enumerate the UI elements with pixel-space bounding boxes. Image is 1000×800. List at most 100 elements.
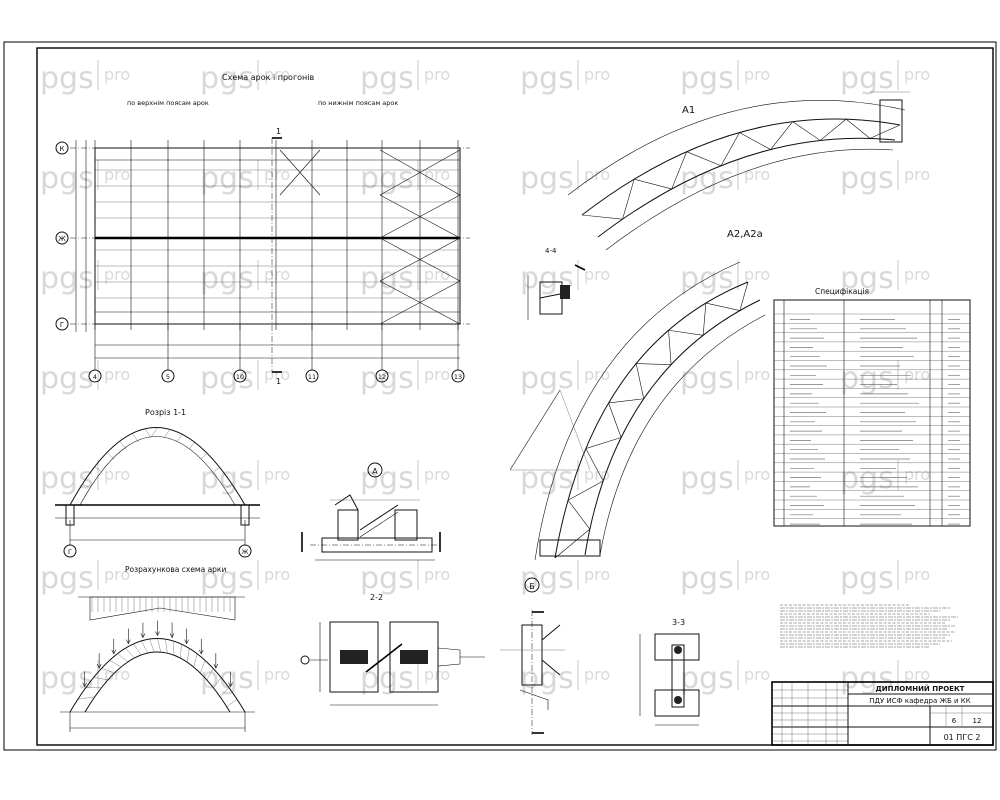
grid-col-4: 4 (93, 373, 97, 381)
watermark-text: pgs (680, 461, 734, 496)
watermark-suffix: pro (744, 565, 770, 584)
watermark-suffix: pro (904, 665, 930, 684)
watermark-suffix: pro (424, 65, 450, 84)
plan-upper-label: по верхнім поясам арок (127, 99, 209, 107)
section-4-4: 4-4 (527, 247, 586, 320)
title-block: ДИПЛОМНИЙ ПРОЕКТ ПДУ ИСФ кафедра ЖБ и КК… (771, 681, 994, 746)
watermark-suffix: pro (264, 565, 290, 584)
watermark-text: pgs (40, 161, 94, 196)
watermark-text: pgs (40, 261, 94, 296)
watermark-suffix: pro (584, 665, 610, 684)
watermark-text: pgs (840, 61, 894, 96)
outer-frame (3, 41, 997, 751)
inner-frame (36, 47, 994, 746)
watermark-text: pgs (680, 161, 734, 196)
section-1-1-title: Розріз 1-1 (145, 408, 186, 417)
calc-scheme-title: Розрахункова схема арки (125, 565, 226, 574)
watermark-text: pgs (40, 561, 94, 596)
section-3-3: 3-3 (639, 618, 700, 726)
node-a-detail: А (301, 462, 441, 561)
watermark-suffix: pro (264, 465, 290, 484)
watermark-suffix: pro (584, 65, 610, 84)
grid-row-zh: Ж (58, 235, 66, 243)
watermark-suffix: pro (904, 565, 930, 584)
watermark-suffix: pro (104, 565, 130, 584)
watermark-text: pgs (520, 461, 574, 496)
title-project: ДИПЛОМНИЙ ПРОЕКТ (876, 684, 965, 693)
watermark-suffix: pro (104, 665, 130, 684)
grid-row-g: Г (60, 321, 64, 329)
watermark-suffix: pro (584, 565, 610, 584)
watermark-text: pgs (360, 561, 414, 596)
watermark-text: pgs (360, 461, 414, 496)
watermark-text: pgs (520, 61, 574, 96)
watermark-text: pgs (680, 361, 734, 396)
watermark-suffix: pro (744, 465, 770, 484)
watermark-suffix: pro (584, 265, 610, 284)
notes-block (780, 604, 958, 648)
arc-a2-title: А2,А2а (727, 229, 763, 240)
watermark-suffix: pro (904, 365, 930, 384)
watermark-text: pgs (200, 361, 254, 396)
watermark-text: pgs (520, 361, 574, 396)
watermark-text: pgs (680, 661, 734, 696)
watermark-text: pgs (680, 561, 734, 596)
sect-2-2-title: 2-2 (370, 593, 383, 602)
watermark-text: pgs (40, 361, 94, 396)
watermark-text: pgs (200, 461, 254, 496)
watermark-suffix: pro (104, 365, 130, 384)
watermark-text: pgs (520, 661, 574, 696)
watermark-suffix: pro (104, 165, 130, 184)
section-2-2: 2-2 (300, 593, 485, 706)
title-code: 01 ПГС 2 (944, 733, 981, 742)
watermark-suffix: pro (104, 65, 130, 84)
watermark-suffix: pro (264, 265, 290, 284)
watermark-text: pgs (840, 361, 894, 396)
watermark-text: pgs (360, 361, 414, 396)
watermark-suffix: pro (264, 665, 290, 684)
sec11-axis-zh: Ж (241, 548, 248, 556)
watermark-text: pgs (200, 161, 254, 196)
specification-table: Специфікація (773, 287, 971, 527)
sect-4-4-title: 4-4 (545, 247, 557, 255)
watermark-text: pgs (40, 61, 94, 96)
plan-view: Схема арок і прогонів по верхнім поясам … (55, 73, 470, 386)
title-sheet-no: 6 (952, 717, 957, 725)
grid-col-10: 10 (236, 373, 244, 381)
watermark-suffix: pro (264, 165, 290, 184)
watermark-text: pgs (520, 161, 574, 196)
watermark-text: pgs (360, 661, 414, 696)
watermark-suffix: pro (744, 165, 770, 184)
watermark-text: pgs (840, 661, 894, 696)
watermark-text: pgs (840, 261, 894, 296)
arc-a1: А1 (567, 91, 910, 251)
grid-col-13: 13 (454, 373, 462, 381)
watermark-text: pgs (200, 61, 254, 96)
arc-a2: А2,А2а Б (509, 229, 766, 593)
calc-scheme: Розрахункова схема арки (60, 565, 255, 732)
arc-a1-title: А1 (682, 105, 695, 116)
watermark-suffix: pro (744, 365, 770, 384)
watermark-suffix: pro (904, 265, 930, 284)
plan-title: Схема арок і прогонів (222, 73, 314, 82)
grid-col-12: 12 (378, 373, 386, 381)
watermark-suffix: pro (424, 465, 450, 484)
watermark-suffix: pro (904, 165, 930, 184)
grid-col-11: 11 (308, 373, 316, 381)
watermark-suffix: pro (424, 565, 450, 584)
title-org: ПДУ ИСФ кафедра ЖБ и КК (869, 697, 971, 705)
watermark-suffix: pro (904, 465, 930, 484)
watermark-suffix: pro (744, 665, 770, 684)
section-3-left (500, 610, 565, 735)
watermark-suffix: pro (264, 365, 290, 384)
watermark-suffix: pro (584, 365, 610, 384)
watermark-text: pgs (840, 561, 894, 596)
watermark-suffix: pro (424, 165, 450, 184)
watermark-text: pgs (200, 561, 254, 596)
watermark-text: pgs (360, 161, 414, 196)
node-b-label: Б (529, 582, 535, 591)
sect-3-3-title: 3-3 (672, 618, 685, 627)
watermark-text: pgs (40, 461, 94, 496)
cut-mark-bottom: 1 (276, 377, 281, 386)
